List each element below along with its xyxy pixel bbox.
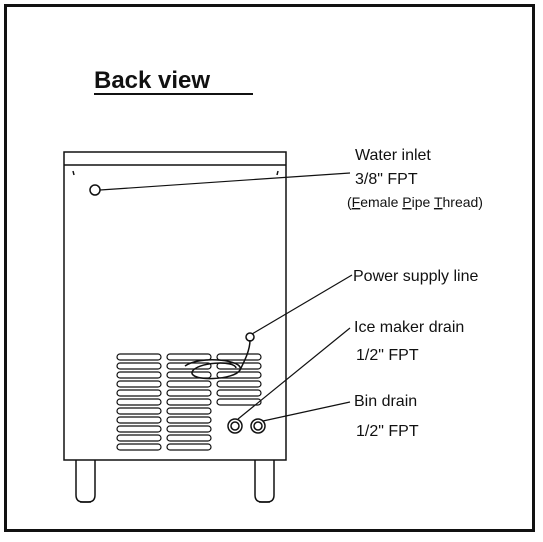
vent-slot (166, 380, 212, 388)
diagram-title: Back view (94, 67, 210, 94)
vent-slot (116, 362, 162, 370)
bin-drain-port (250, 418, 266, 434)
vent-slot (116, 389, 162, 397)
label-water-inlet: Water inlet (355, 147, 431, 164)
ventilation-grille (116, 353, 262, 451)
vent-slot (166, 443, 212, 451)
leader-lines (99, 172, 353, 422)
vent-slot (116, 443, 162, 451)
vent-slot (116, 434, 162, 442)
vent-slot (166, 371, 212, 379)
cabinet-body (63, 151, 287, 461)
vent-slot (116, 353, 162, 361)
ice-maker-drain-port (227, 418, 243, 434)
vent-slot (166, 398, 212, 406)
vent-slot (216, 380, 262, 388)
vent-slot (216, 398, 262, 406)
vent-slot (166, 389, 212, 397)
vent-slot (166, 425, 212, 433)
vent-slot (166, 407, 212, 415)
label-bin-drain-size: 1/2" FPT (356, 423, 419, 440)
corner-mark-left (72, 170, 75, 176)
vent-slot (116, 371, 162, 379)
vent-slot (116, 380, 162, 388)
leader-water-inlet (99, 172, 351, 191)
vent-slot (116, 416, 162, 424)
label-ice-maker-drain: Ice maker drain (354, 319, 464, 336)
vent-slot (216, 389, 262, 397)
cabinet-legs (75, 460, 275, 503)
label-power-supply: Power supply line (353, 268, 479, 285)
vent-slot (166, 434, 212, 442)
ice-machine-cabinet (63, 151, 287, 461)
diagram-border (4, 4, 535, 532)
label-bin-drain: Bin drain (354, 393, 417, 410)
leader-power-supply (251, 274, 353, 335)
vent-slot (116, 407, 162, 415)
vent-slot (166, 416, 212, 424)
vent-slot (116, 398, 162, 406)
power-cord-entry (245, 332, 255, 342)
label-water-inlet-note: (Female Pipe Thread) (347, 194, 483, 210)
power-cord-coil (184, 332, 255, 380)
corner-mark-right (276, 170, 279, 176)
leader-ice-maker-drain (237, 327, 351, 420)
vent-slot (116, 425, 162, 433)
vent-slot (166, 353, 212, 361)
label-ice-maker-drain-size: 1/2" FPT (356, 347, 419, 364)
vent-slot (216, 353, 262, 361)
label-water-inlet-size: 3/8" FPT (355, 171, 418, 188)
drain-fittings (227, 418, 266, 434)
leader-bin-drain (262, 401, 351, 422)
